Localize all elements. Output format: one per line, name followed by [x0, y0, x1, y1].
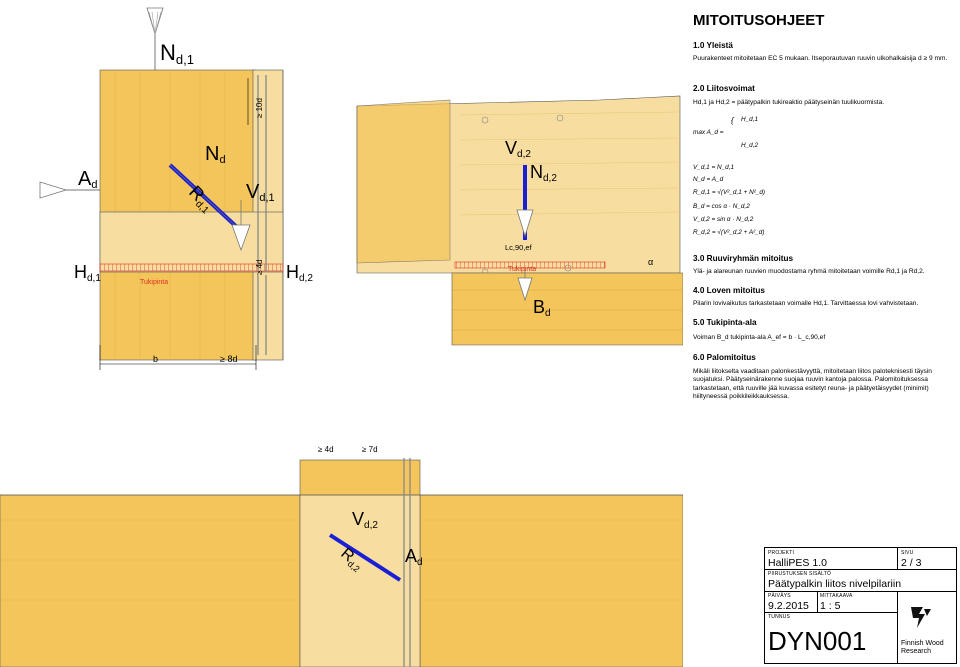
tb-pvm-label: PÄIVÄYS	[768, 593, 791, 599]
eq-3: R_d,1 = √(V²_d,1 + N²_d)	[693, 189, 766, 196]
tb-brand-1: Finnish Wood	[901, 640, 944, 647]
dim-7d-bottom: ≥ 7d	[362, 445, 378, 454]
dim-4d-left: ≥ 4d	[255, 259, 264, 275]
tb-sisalto: Päätypalkin liitos nivelpilariin	[768, 578, 902, 590]
force-arrow-ad-left	[39, 181, 100, 199]
force-arrow-vd2-mid	[516, 209, 534, 238]
tb-sivu-label: SIVU	[901, 550, 914, 556]
label-ad-bottom: Ad	[405, 546, 423, 568]
label-bd: Bd	[533, 297, 551, 319]
label-alpha: α	[648, 257, 653, 267]
label-vd2-bottom: Vd,2	[352, 509, 378, 531]
section-2-text: Hd,1 ja Hd,2 = päätypalkin tukireaktio p…	[693, 99, 885, 106]
section-2-title: 2.0 Liitosvoimat	[693, 84, 755, 93]
label-nd2-mid: Nd,2	[530, 162, 557, 184]
section-6-text: Mikäli liitokselta vaaditaan palonkestäv…	[693, 368, 932, 401]
tb-sisalto-label: PIIRUSTUKSEN SISÄLTÖ	[768, 571, 832, 577]
force-arrow-vd1	[231, 200, 251, 252]
eq-brace-2: H_d,2	[741, 142, 759, 149]
section-3-text: Ylä- ja alareunan ruuvien muodostama ryh…	[693, 268, 925, 275]
dim-8d: ≥ 8d	[220, 354, 237, 364]
tb-brand: Finnish Wood Research	[901, 640, 944, 656]
label-nd-main: Nd	[205, 143, 226, 166]
detail-bottom	[0, 458, 683, 667]
section-3-title: 3.0 Ruuviryhmän mitoitus	[693, 254, 794, 263]
dim-4d-bottom: ≥ 4d	[318, 445, 334, 454]
tb-brand-2: Research	[901, 648, 931, 655]
force-arrow-nd1	[146, 7, 164, 70]
design-instructions-panel: MITOITUSOHJEET 1.0 Yleistä Puurakenteet …	[683, 0, 953, 540]
connection-drawing: Nd,1 ≥ 10d Ad Nd Rd,1 Vd,1 Hd,1 Hd,2 Tuk…	[0, 7, 683, 667]
force-arrow-bd	[517, 270, 533, 302]
section-4-text: Pilarin lovivaikutus tarkastetaan voimal…	[693, 300, 919, 307]
section-1-text: Puurakenteet mitoitetaan EC 5 mukaan. It…	[693, 55, 948, 62]
tb-projekti-label: PROJEKTI	[768, 550, 795, 556]
tb-sivu: 2 / 3	[901, 557, 922, 569]
panel-title: MITOITUSOHJEET	[693, 12, 825, 29]
section-1-title: 1.0 Yleistä	[693, 41, 733, 50]
tb-pvm: 9.2.2015	[768, 600, 809, 612]
tb-tunnus: DYN001	[768, 626, 867, 656]
beam-lower-sloped	[451, 272, 683, 346]
section-5-title: 5.0 Tukipinta-ala	[693, 318, 757, 327]
label-lc90: Lc,90,ef	[505, 243, 533, 252]
label-tukipinta-left: Tukipinta	[140, 279, 168, 286]
force-line-rd2	[328, 533, 402, 582]
tukipinta-hatch-left	[99, 263, 284, 272]
eq-max: max A_d =	[693, 129, 724, 136]
dim-b: b	[153, 354, 158, 364]
column-left	[99, 69, 284, 361]
label-vd2-mid: Vd,2	[505, 138, 531, 160]
eq-6: R_d,2 = √(V²_d,2 + A²_d)	[693, 229, 765, 236]
label-tukipinta-mid: Tukipinta	[508, 266, 536, 273]
label-hd1: Hd,1	[74, 262, 101, 284]
label-hd2: Hd,2	[286, 262, 313, 284]
eq-2: N_d = A_d	[693, 176, 724, 183]
label-ad-left: Ad	[78, 168, 97, 191]
section-6-title: 6.0 Palomitoitus	[693, 353, 756, 362]
section-4-title: 4.0 Loven mitoitus	[693, 286, 765, 295]
beam-middle	[356, 95, 681, 276]
label-vd1: Vd,1	[246, 181, 275, 204]
title-block: PROJEKTI HalliPES 1.0 SIVU 2 / 3 PIIRUST…	[764, 547, 957, 664]
tb-mittakaava-label: MITTAKAAVA	[820, 593, 853, 599]
eq-brace-1: H_d,1	[741, 116, 759, 123]
section-5-text: Voiman B_d tukipinta-ala A_ef = b · L_c,…	[693, 334, 826, 341]
tb-projekti: HalliPES 1.0	[768, 557, 827, 569]
eq-brace: {	[731, 116, 734, 125]
dim-10d: ≥ 10d	[255, 98, 264, 118]
eq-1: V_d,1 = N_d,1	[693, 164, 735, 171]
finnish-wood-logo	[911, 607, 931, 628]
tb-tunnus-label: TUNNUS	[768, 614, 791, 620]
label-nd1-top: Nd,1	[160, 40, 194, 67]
eq-5: V_d,2 = sin α · N_d,2	[693, 216, 754, 223]
tb-mittakaava: 1 : 5	[820, 600, 841, 612]
tukipinta-hatch-mid	[454, 261, 606, 269]
eq-4: B_d = cos α · N_d,2	[693, 203, 750, 210]
